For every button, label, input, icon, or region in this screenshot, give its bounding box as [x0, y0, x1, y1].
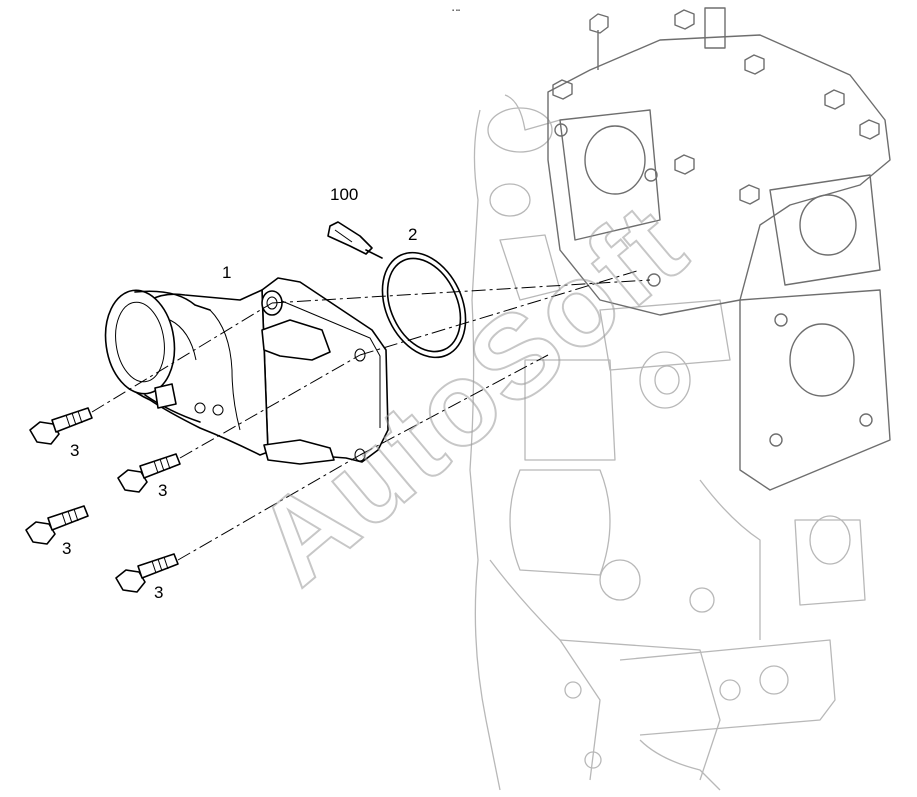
callout-seal: 2: [408, 225, 417, 244]
callout-sealant: 100: [330, 185, 358, 204]
thermostat-housing: [104, 277, 389, 465]
bolt-3: [25, 505, 89, 545]
bolt-1: [29, 407, 93, 445]
callout-bolt-3: 3: [62, 539, 71, 558]
assembly-centerlines: [91, 269, 651, 561]
bolt-2: [117, 453, 181, 493]
bolt-4: [115, 553, 179, 593]
callout-bolt-2: 3: [158, 481, 167, 500]
callout-bolt-4: 3: [154, 583, 163, 602]
engine-block: [469, 7, 891, 791]
callout-bolt-1: 3: [70, 441, 79, 460]
o-ring-seal: [381, 251, 467, 359]
callout-housing: 1: [222, 263, 231, 282]
top-mark: ▪ ▪▪: [452, 8, 460, 14]
sealant-tube: [327, 221, 383, 259]
